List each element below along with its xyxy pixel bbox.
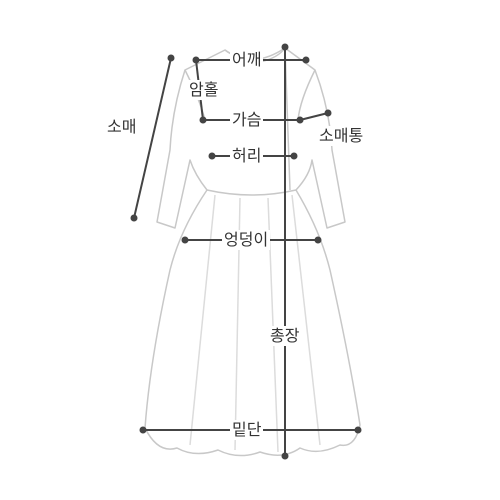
waist-seam — [206, 189, 297, 196]
measure-point — [281, 43, 289, 51]
hip-label: 엉덩이 — [222, 230, 271, 250]
measure-point — [192, 56, 200, 64]
skirt-fold — [189, 194, 216, 446]
measure-point — [208, 152, 216, 160]
measure-point — [139, 426, 147, 434]
measure-point — [296, 116, 304, 124]
chest-label: 가슴 — [230, 110, 264, 130]
shoulder-label: 어깨 — [230, 50, 264, 70]
armhole-label: 암홀 — [187, 80, 221, 100]
sleeve-length-measure-line — [133, 57, 172, 219]
armhole-right — [297, 69, 316, 121]
measure-point — [167, 54, 175, 62]
measure-point — [281, 452, 289, 460]
measure-point — [302, 56, 310, 64]
measure-point — [130, 214, 138, 222]
measure-point — [290, 152, 298, 160]
measure-point — [324, 109, 332, 117]
measure-point — [354, 426, 362, 434]
skirt-fold — [291, 194, 321, 446]
measure-point — [199, 116, 207, 124]
total-length-label: 총장 — [268, 326, 302, 346]
sleeve-width-label: 소매통 — [317, 126, 366, 146]
measure-point — [314, 236, 322, 244]
hem-label: 밑단 — [230, 420, 264, 440]
measure-point — [181, 236, 189, 244]
sleeve-length-label: 소매 — [105, 117, 139, 137]
waist-label: 허리 — [230, 146, 264, 166]
sleeve-width-measure-line — [299, 112, 329, 121]
